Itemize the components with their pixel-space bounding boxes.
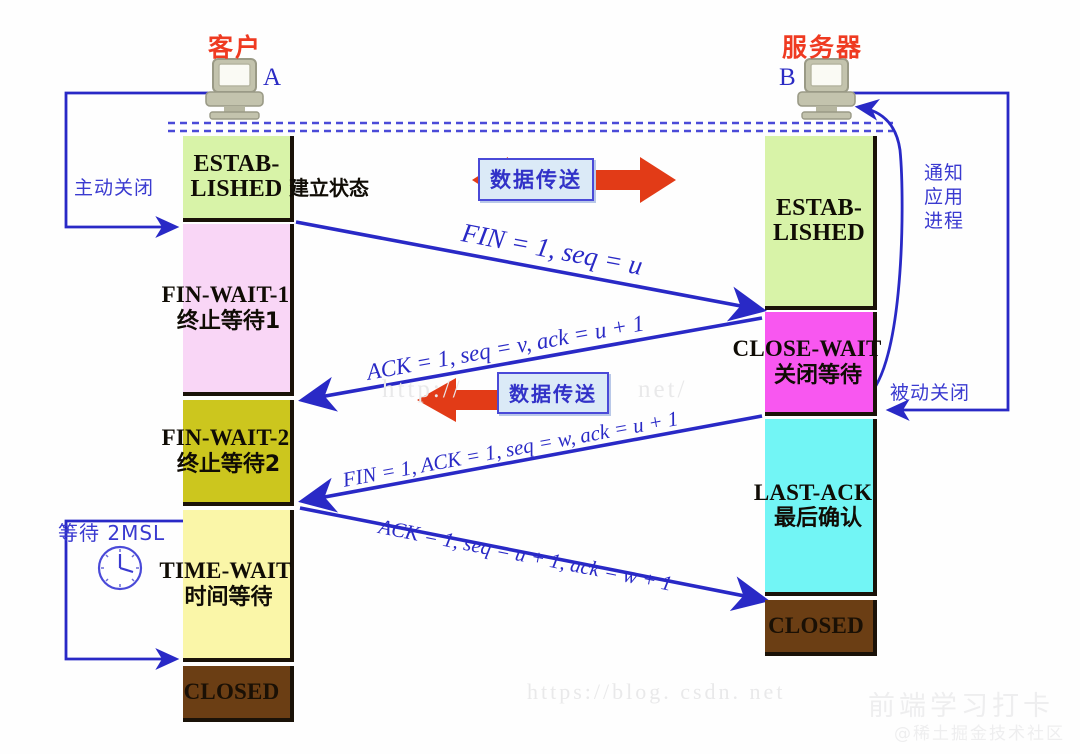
data-transfer-badge-top: 数据传送 [478, 158, 594, 201]
notify-app-line2: 应用 [924, 185, 965, 208]
server-state-established: ESTAB- LISHED [765, 136, 877, 310]
server-state-closed: CLOSED [765, 600, 877, 656]
server-computer-icon [797, 58, 856, 120]
server-close-wait-cn: 关闭等待 [773, 362, 862, 388]
client-state-time-wait: TIME-WAIT 时间等待 [159, 510, 294, 662]
data-transfer-arrow-mid [417, 378, 520, 422]
notify-app-line3: 进程 [924, 209, 965, 232]
client-fin-wait-1-en: FIN-WAIT-1 [161, 282, 290, 308]
active-close-label: 主动关闭 [74, 177, 155, 199]
server-node-letter: B [779, 64, 796, 91]
watermark-center-url-tail: net/ [638, 376, 688, 403]
watermark-logo: 前端学习打卡 @稀土掘金技术社区 [868, 684, 1065, 744]
wait-2msl-label: 等待 2MSL [58, 521, 166, 545]
client-state-closed: CLOSED [183, 666, 294, 722]
notify-app-line1: 通知 [924, 162, 965, 184]
clock-icon [97, 545, 143, 591]
watermark-bottom-url: https://blog. csdn. net [527, 679, 786, 704]
client-computer-icon [205, 58, 264, 120]
client-established-line2: LISHED [190, 176, 283, 202]
server-closed-en: CLOSED [768, 612, 864, 638]
server-title: 服务器 [782, 33, 864, 62]
client-node-letter: A [263, 64, 282, 91]
data-transfer-badge-mid: 数据传送 [497, 372, 609, 414]
server-last-ack-cn: 最后确认 [773, 506, 862, 532]
server-established-line1: ESTAB- [775, 194, 863, 221]
established-state-cn-label: 建立状态 [289, 176, 369, 200]
watermark-center-url: http:// [382, 376, 463, 403]
watermark-logo-line1: 前端学习打卡 [868, 691, 1054, 722]
server-last-ack-en: LAST-ACK [753, 479, 873, 505]
client-fin-wait-2-en: FIN-WAIT-2 [161, 425, 290, 451]
client-state-fin-wait-2: FIN-WAIT-2 终止等待2 [162, 400, 294, 506]
watermark-logo-line2: @稀土掘金技术社区 [894, 724, 1065, 744]
client-state-established: ESTAB- LISHED [183, 136, 294, 222]
server-state-close-wait: CLOSE-WAIT 关闭等待 [733, 312, 881, 416]
passive-close-label: 被动关闭 [890, 382, 971, 404]
client-established-line1: ESTAB- [193, 150, 280, 177]
server-established-line2: LISHED [773, 220, 865, 246]
server-state-last-ack: LAST-ACK 最后确认 [754, 419, 877, 596]
client-fin-wait-2-cn: 终止等待2 [176, 451, 281, 477]
client-time-wait-en: TIME-WAIT [159, 558, 292, 584]
client-fin-wait-1-cn: 终止等待1 [176, 308, 281, 334]
client-state-fin-wait-1: FIN-WAIT-1 终止等待1 [162, 224, 294, 396]
client-title: 客户 [208, 33, 263, 62]
server-close-wait-en: CLOSE-WAIT [732, 336, 882, 362]
data-transfer-arrow-right [588, 157, 676, 203]
client-time-wait-cn: 时间等待 [184, 584, 273, 610]
notify-app-label: 通知 应用 进程 [924, 162, 964, 233]
client-closed-en: CLOSED [183, 678, 280, 704]
